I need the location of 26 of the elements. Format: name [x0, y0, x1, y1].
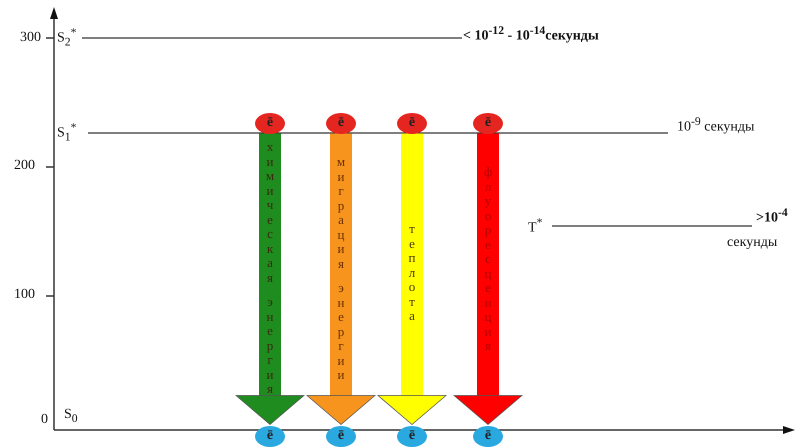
time-label: < 10$^{-12}$ - 10$^{-14}$секунды — [463, 24, 599, 45]
arrow — [378, 134, 446, 425]
time-label: >10$^{-4}$ — [756, 206, 788, 227]
electron-circle: ē — [326, 426, 356, 446]
arrow — [236, 134, 304, 425]
edge-label: химическая энергия — [264, 140, 276, 398]
level-label: S$_{0}$ — [64, 407, 78, 425]
tick-label: 300 — [20, 30, 41, 46]
arrow — [454, 134, 522, 425]
electron-circle: ē — [473, 426, 503, 446]
electron-circle: ē — [473, 112, 503, 134]
arrow — [306, 134, 376, 425]
electron-circle: ē — [397, 426, 427, 446]
edge-label: миграция энергии — [336, 155, 346, 384]
level-label: T$^{*}$ — [528, 216, 542, 237]
tick-label: 100 — [14, 287, 35, 303]
edge-label: теплота — [408, 222, 416, 325]
electron-circle: ē — [255, 112, 285, 134]
time-label: секунды — [727, 235, 778, 251]
tick-label: 0 — [41, 412, 48, 428]
electron-circle: ē — [255, 426, 285, 446]
electron-circle: ē — [397, 112, 427, 134]
edge-label: флуоресценция — [482, 165, 494, 355]
electron-circle: ē — [326, 112, 356, 134]
tick-label: 200 — [14, 158, 35, 174]
time-label: 10$^{-9}$ секунды — [677, 115, 754, 136]
